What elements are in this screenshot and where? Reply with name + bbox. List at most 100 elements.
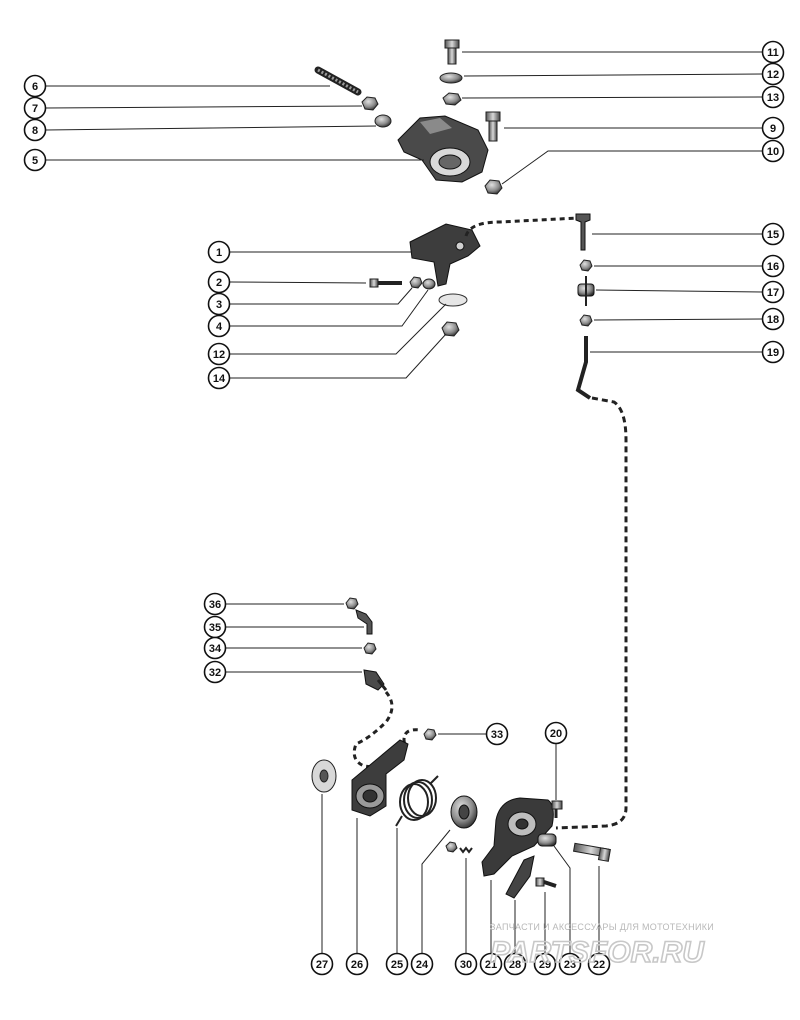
callout-number: 11 (767, 47, 779, 59)
callout-number: 27 (316, 959, 328, 971)
callout-circle (761, 116, 785, 140)
callout-number: 29 (539, 959, 551, 971)
callout-number: 5 (32, 155, 38, 167)
callout-number: 16 (767, 261, 779, 273)
part-9-bolt (485, 111, 501, 142)
callout-circle (544, 721, 568, 745)
part-2-screw (369, 278, 402, 288)
part-6-long-bolt (314, 66, 362, 96)
callout-circle (761, 307, 785, 331)
callout-circle (23, 74, 47, 98)
callout-number: 7 (32, 103, 38, 115)
leader-line-14 (230, 333, 447, 379)
callout-12: 12 (761, 62, 785, 86)
part-28-arm (505, 855, 535, 899)
callout-30: 30 (454, 952, 478, 976)
callout-number: 19 (767, 347, 779, 359)
callout-number: 4 (216, 321, 223, 333)
callout-12: 12 (207, 342, 231, 366)
callout-circle (761, 222, 785, 246)
leader-line-18 (593, 318, 763, 321)
callout-6: 6 (23, 74, 47, 98)
leader-line-12 (463, 73, 763, 77)
watermark: ЗАПЧАСТИ И АКСЕССУАРЫ ДЛЯ МОТОТЕХНИКИ PA… (489, 922, 714, 970)
callout-15: 15 (761, 222, 785, 246)
callout-circle (479, 952, 503, 976)
leader-line-17 (595, 289, 763, 293)
callout-circle (454, 952, 478, 976)
callout-20: 20 (544, 721, 568, 745)
callout-18: 18 (761, 307, 785, 331)
part-5-bracket (397, 115, 489, 183)
callout-circle (23, 148, 47, 172)
callout-34: 34 (203, 636, 227, 660)
part-23-bushing (537, 833, 557, 847)
callout-33: 33 (485, 722, 509, 746)
callout-circle (203, 592, 227, 616)
leader-line-23 (553, 845, 571, 953)
watermark-tagline: ЗАПЧАСТИ И АКСЕССУАРЫ ДЛЯ МОТОТЕХНИКИ (490, 922, 714, 932)
callout-24: 24 (410, 952, 434, 976)
part-21-cam (481, 797, 554, 877)
part-30-spring (459, 846, 473, 854)
callout-circle (203, 636, 227, 660)
callout-circle (558, 952, 582, 976)
callout-21: 21 (479, 952, 503, 976)
callout-number: 2 (216, 277, 222, 289)
leader-line-2 (229, 281, 367, 284)
callout-number: 12 (767, 69, 779, 81)
part-33-nut (423, 728, 437, 741)
callout-number: 20 (550, 728, 562, 740)
part-10-nut (484, 179, 503, 195)
callout-circle (533, 952, 557, 976)
callout-23: 23 (558, 952, 582, 976)
callout-circle (385, 952, 409, 976)
callout-circle (503, 952, 527, 976)
callout-number: 15 (767, 229, 779, 241)
callout-circle (310, 952, 334, 976)
callout-36: 36 (203, 592, 227, 616)
upper-bracket-assembly (314, 39, 503, 195)
callout-circle (203, 660, 227, 684)
callout-number: 24 (416, 959, 429, 971)
callout-circle (410, 952, 434, 976)
callout-2: 2 (207, 270, 231, 294)
linkage-dashed-line-upper (464, 216, 579, 237)
part-19-link-rod (575, 336, 592, 400)
callout-26: 26 (345, 952, 369, 976)
part-1-lever (409, 223, 481, 287)
callout-circle (761, 62, 785, 86)
lower-cam-assembly (311, 597, 611, 899)
callout-number: 6 (32, 81, 38, 93)
callout-circle (761, 139, 785, 163)
callout-number: 10 (767, 146, 779, 158)
callout-circle (207, 240, 231, 264)
callout-labels: 1112139106785123412141516171819363534323… (23, 40, 785, 976)
part-12-washer (439, 72, 463, 84)
callout-number: 28 (509, 959, 521, 971)
part-32-swivel (363, 669, 388, 691)
callout-17: 17 (761, 280, 785, 304)
callout-14: 14 (207, 366, 231, 390)
part-12-washer-lower (438, 293, 468, 307)
leader-line-12 (230, 303, 447, 355)
callout-circle (345, 952, 369, 976)
part-3-nut (409, 276, 423, 289)
callout-circle (761, 254, 785, 278)
callout-number: 35 (209, 622, 221, 634)
callout-circle (761, 40, 785, 64)
part-34-nut (363, 642, 377, 655)
callout-number: 23 (564, 959, 576, 971)
callout-number: 12 (213, 349, 225, 361)
callout-29: 29 (533, 952, 557, 976)
callout-28: 28 (503, 952, 527, 976)
callout-number: 33 (491, 729, 503, 741)
callout-number: 1 (216, 247, 222, 259)
part-29-screw (535, 877, 557, 888)
leader-line-3 (230, 287, 413, 305)
leader-line-8 (45, 125, 377, 131)
part-31-nut (445, 841, 458, 853)
part-4-spacer (422, 278, 436, 290)
callout-circle (761, 280, 785, 304)
leader-line-24 (421, 829, 451, 953)
